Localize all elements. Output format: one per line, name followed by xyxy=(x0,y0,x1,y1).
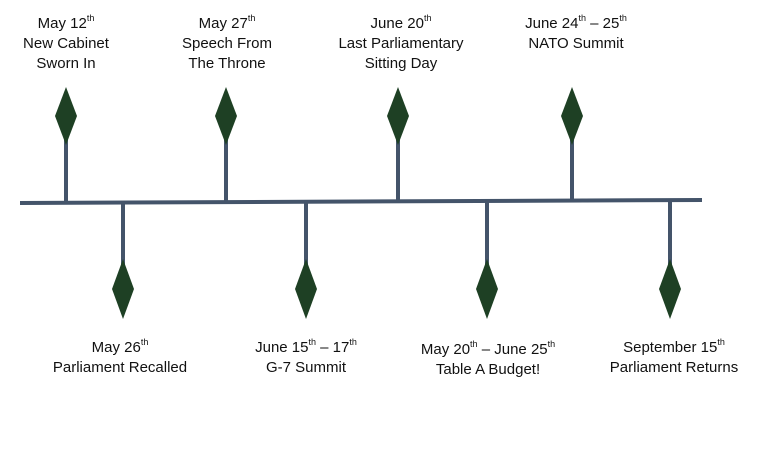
event-date: May 26th xyxy=(91,337,149,357)
event-title: Sitting Day xyxy=(364,55,438,72)
event-date: May 20th – June 25th xyxy=(420,339,556,359)
event-date: June 24th – 25th xyxy=(525,13,627,33)
event-title: The Throne xyxy=(188,55,266,72)
event-title: Parliament Returns xyxy=(609,359,739,376)
diamond-marker-speech-from-throne xyxy=(215,87,237,145)
event-title: New Cabinet xyxy=(23,35,109,52)
timeline-axis xyxy=(19,198,703,205)
event-title: Speech From xyxy=(181,35,273,52)
event-date: May 12th xyxy=(37,13,95,33)
event-date: September 15th xyxy=(623,337,725,357)
event-date: May 27th xyxy=(198,13,256,33)
diamond-marker-nato-summit xyxy=(561,87,583,145)
diamond-marker-new-cabinet xyxy=(55,87,77,145)
event-title: NATO Summit xyxy=(528,35,624,52)
diamond-marker-g7-summit xyxy=(295,259,317,319)
diamond-marker-parliament-recalled xyxy=(112,259,134,319)
diamond-marker-last-sitting-day xyxy=(387,87,409,145)
event-date: June 15th – 17th xyxy=(255,337,357,357)
diamond-marker-table-budget xyxy=(476,259,498,319)
event-title: Parliament Recalled xyxy=(52,359,188,376)
event-title: Table A Budget! xyxy=(435,361,541,378)
event-date: June 20th xyxy=(370,13,432,33)
diamond-marker-parliament-returns xyxy=(659,259,681,319)
event-title: Sworn In xyxy=(36,55,96,72)
event-title: G-7 Summit xyxy=(265,359,347,376)
event-title: Last Parliamentary xyxy=(338,35,464,52)
